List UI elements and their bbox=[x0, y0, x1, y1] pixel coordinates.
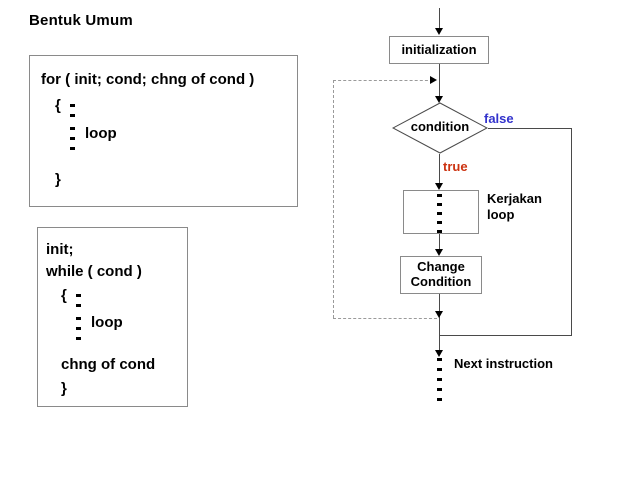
condition-to-loop-connector bbox=[439, 154, 440, 185]
loop-to-change-arrowhead-icon bbox=[435, 249, 443, 256]
flow-node-initialization: initialization bbox=[389, 36, 489, 64]
feedback-arrowhead-icon bbox=[430, 76, 437, 84]
while-loop-line-close-brace: } bbox=[61, 380, 67, 397]
feedback-dashed-left bbox=[333, 80, 334, 318]
entry-arrowhead-icon bbox=[435, 28, 443, 35]
while-loop-line-while: while ( cond ) bbox=[46, 263, 142, 280]
for-loop-ellipsis-upper bbox=[70, 104, 75, 124]
feedback-dashed-top bbox=[333, 80, 433, 81]
to-next-instruction-connector bbox=[439, 335, 440, 352]
while-loop-line-open-brace: { bbox=[61, 287, 67, 304]
flow-node-initialization-label: initialization bbox=[401, 41, 477, 57]
flow-node-change-condition: Change Condition bbox=[400, 256, 482, 294]
loop-to-change-connector bbox=[439, 234, 440, 250]
code-box-while-loop bbox=[37, 227, 188, 407]
junction-to-bottom-connector bbox=[439, 318, 440, 336]
flow-node-condition bbox=[392, 102, 488, 154]
init-to-condition-arrowhead-icon bbox=[435, 96, 443, 103]
code-box-for-loop bbox=[29, 55, 298, 207]
for-loop-ellipsis-lower bbox=[70, 127, 75, 157]
while-loop-ellipsis-upper bbox=[76, 294, 81, 314]
edge-label-false: false bbox=[484, 111, 514, 126]
change-to-junction-connector bbox=[439, 294, 440, 318]
false-edge-horizontal-bottom bbox=[440, 335, 572, 336]
flow-node-change-condition-line1: Change bbox=[417, 259, 465, 275]
loop-body-annotation: Kerjakan loop bbox=[487, 191, 542, 222]
condition-to-loop-arrowhead-icon bbox=[435, 183, 443, 190]
while-loop-line-chng: chng of cond bbox=[61, 356, 156, 373]
loop-body-annotation-line1: Kerjakan bbox=[487, 191, 542, 206]
loop-body-ellipsis bbox=[437, 194, 442, 239]
next-instruction-label: Next instruction bbox=[454, 356, 553, 371]
to-next-instruction-arrowhead-icon bbox=[435, 350, 443, 357]
edge-label-true: true bbox=[443, 159, 468, 174]
while-loop-line-init: init; bbox=[46, 241, 74, 258]
flow-node-condition-label: condition bbox=[410, 119, 470, 134]
while-loop-line-loop: loop bbox=[91, 314, 123, 331]
for-loop-line-header: for ( init; cond; chng of cond ) bbox=[41, 71, 255, 88]
for-loop-line-close-brace: } bbox=[55, 171, 61, 188]
loop-body-annotation-line2: loop bbox=[487, 206, 515, 222]
while-loop-ellipsis-lower bbox=[76, 317, 81, 347]
false-edge-horizontal-top bbox=[488, 128, 572, 129]
next-instruction-ellipsis bbox=[437, 358, 442, 408]
feedback-dashed-bottom bbox=[333, 318, 437, 319]
page-title: Bentuk Umum bbox=[29, 12, 133, 29]
change-to-junction-arrowhead-icon bbox=[435, 311, 443, 318]
for-loop-line-loop: loop bbox=[85, 125, 117, 142]
false-edge-vertical bbox=[571, 128, 572, 335]
for-loop-line-open-brace: { bbox=[55, 97, 61, 114]
init-to-condition-connector bbox=[439, 64, 440, 101]
flow-node-change-condition-line2: Condition bbox=[410, 274, 472, 289]
entry-connector bbox=[439, 8, 440, 29]
